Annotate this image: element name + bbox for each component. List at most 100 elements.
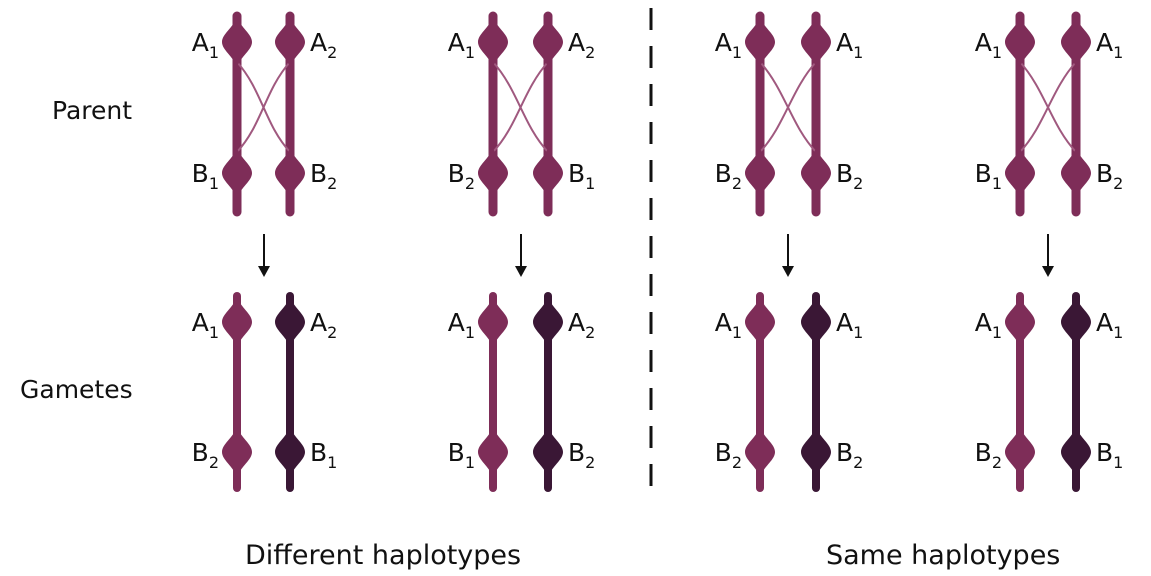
gamete-label-right-top-subscript: 2	[585, 323, 595, 342]
gamete-label-left-bottom: B1	[448, 438, 475, 472]
parent-label-right-top: A1	[836, 28, 863, 62]
centromere	[478, 297, 508, 347]
gamete-label-right-bottom: B1	[1096, 438, 1123, 472]
gamete-label-right-bottom-letter: B	[310, 438, 327, 467]
parent-label-right-top: A1	[1096, 28, 1123, 62]
parent-label-right-top-letter: A	[1096, 28, 1113, 57]
centromere	[1061, 17, 1091, 67]
centromere	[222, 297, 252, 347]
arrow-head	[515, 266, 527, 277]
gamete-label-left-top-subscript: 1	[732, 323, 742, 342]
centromere	[222, 427, 252, 477]
gamete-label-left-bottom-letter: B	[975, 438, 992, 467]
parent-label-left-top: A1	[975, 28, 1002, 62]
centromere	[478, 148, 508, 198]
centromere	[533, 427, 563, 477]
gamete-label-left-top-letter: A	[715, 308, 732, 337]
gamete-label-left-top-subscript: 1	[992, 323, 1002, 342]
centromere	[533, 17, 563, 67]
parent-label-right-top-subscript: 1	[853, 43, 863, 62]
gamete-label-right-top: A1	[836, 308, 863, 342]
centromere	[745, 17, 775, 67]
centromere	[1061, 427, 1091, 477]
parent-label-left-top: A1	[715, 28, 742, 62]
centromere	[1005, 17, 1035, 67]
gamete-label-right-top-subscript: 1	[1113, 323, 1123, 342]
crossover-strand	[1019, 61, 1077, 153]
gamete-label-right-bottom-subscript: 1	[327, 453, 337, 472]
crossover-strand	[759, 61, 817, 153]
centromere	[801, 17, 831, 67]
arrow-head	[258, 266, 270, 277]
parent-label-right-bottom-subscript: 1	[585, 174, 595, 193]
parent-label-right-bottom-subscript: 2	[327, 174, 337, 193]
gamete-label-right-top-subscript: 2	[327, 323, 337, 342]
parent-label-left-bottom: B1	[975, 159, 1002, 193]
centromere	[478, 17, 508, 67]
caption-same-haplotypes: Same haplotypes	[826, 540, 1060, 571]
centromere	[745, 427, 775, 477]
parent-label-left-top-letter: A	[192, 28, 209, 57]
parent-label-right-bottom: B2	[836, 159, 863, 193]
crossover-strand	[492, 61, 549, 153]
parent-label-right-bottom-letter: B	[568, 159, 585, 188]
parent-label-right-top-subscript: 2	[327, 43, 337, 62]
gamete-label-left-bottom: B2	[975, 438, 1002, 472]
centromere	[533, 297, 563, 347]
gamete-label-left-bottom-letter: B	[448, 438, 465, 467]
gamete-label-left-bottom-letter: B	[715, 438, 732, 467]
parent-label-left-bottom-letter: B	[448, 159, 465, 188]
parent-label-right-bottom-subscript: 2	[1113, 174, 1123, 193]
gamete-label-right-bottom: B2	[568, 438, 595, 472]
gamete-label-left-bottom-subscript: 2	[209, 453, 219, 472]
gamete-label-left-top: A1	[975, 308, 1002, 342]
gamete-label-right-bottom: B2	[836, 438, 863, 472]
gamete-label-right-bottom-letter: B	[568, 438, 585, 467]
gamete-label-right-bottom-letter: B	[1096, 438, 1113, 467]
centromere	[533, 148, 563, 198]
parent-label-right-bottom: B1	[568, 159, 595, 193]
gamete-label-left-bottom: B2	[192, 438, 219, 472]
centromere	[275, 148, 305, 198]
arrow-head	[782, 266, 794, 277]
gamete-label-left-bottom-letter: B	[192, 438, 209, 467]
gamete-label-left-top: A1	[192, 308, 219, 342]
parent-label-left-bottom-letter: B	[975, 159, 992, 188]
gamete-label-left-bottom: B2	[715, 438, 742, 472]
parent-label-right-top-letter: A	[568, 28, 585, 57]
parent-label-right-top-subscript: 1	[1113, 43, 1123, 62]
parent-label-left-bottom: B1	[192, 159, 219, 193]
gamete-label-left-top: A1	[715, 308, 742, 342]
gamete-label-right-bottom-subscript: 2	[585, 453, 595, 472]
gamete-label-left-bottom-subscript: 1	[465, 453, 475, 472]
gamete-label-left-top-subscript: 1	[209, 323, 219, 342]
centromere	[1061, 148, 1091, 198]
gamete-label-right-top-letter: A	[836, 308, 853, 337]
parent-label-right-top: A2	[568, 28, 595, 62]
gamete-label-right-top-letter: A	[310, 308, 327, 337]
parent-label-left-top-subscript: 1	[465, 43, 475, 62]
gamete-label-right-bottom-letter: B	[836, 438, 853, 467]
parent-label-left-bottom-subscript: 2	[465, 174, 475, 193]
gamete-label-right-top-letter: A	[568, 308, 585, 337]
parent-label-left-top-letter: A	[975, 28, 992, 57]
parent-label-left-top-subscript: 1	[992, 43, 1002, 62]
centromere	[745, 148, 775, 198]
parent-label-left-top: A1	[192, 28, 219, 62]
centromere	[1005, 148, 1035, 198]
gamete-label-right-top-letter: A	[1096, 308, 1113, 337]
parent-label-right-bottom-subscript: 2	[853, 174, 863, 193]
gamete-label-right-top-subscript: 1	[853, 323, 863, 342]
parent-label-left-top-subscript: 1	[732, 43, 742, 62]
gamete-label-right-bottom-subscript: 1	[1113, 453, 1123, 472]
